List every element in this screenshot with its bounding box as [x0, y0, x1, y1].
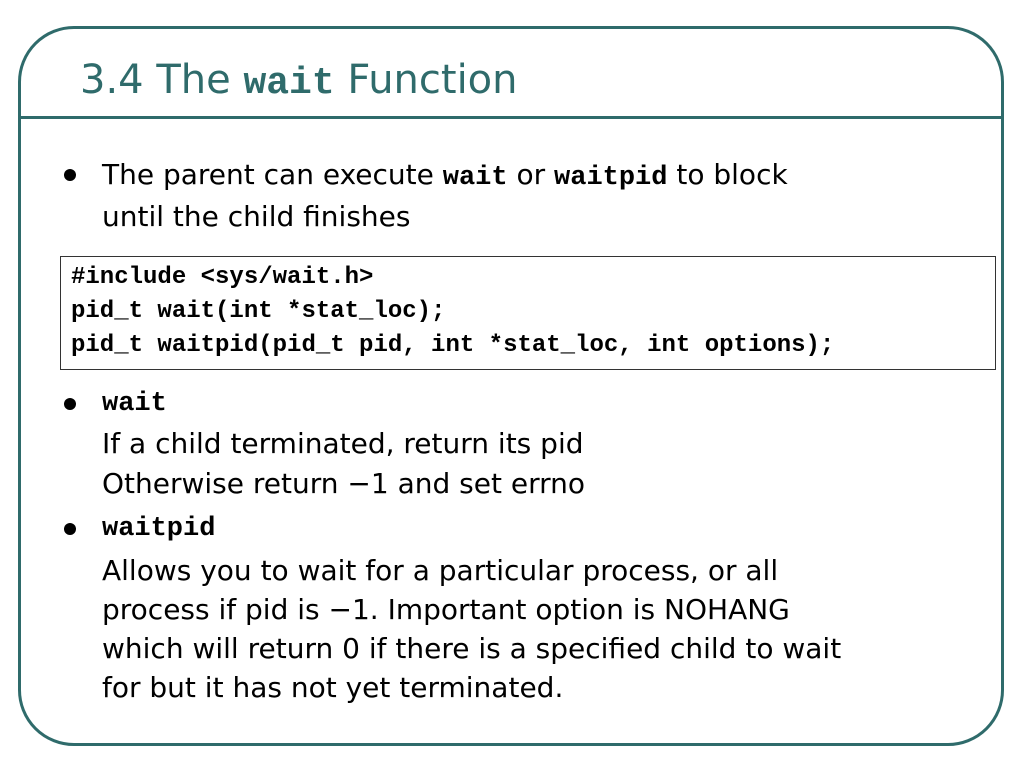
code-line-waitpid: pid_t waitpid(pid_t pid, int *stat_loc, …	[71, 332, 835, 359]
bullet-dot-2	[64, 398, 76, 410]
bullet-1-text-a: The parent can execute	[102, 158, 443, 191]
bullet-1-code-wait: wait	[442, 163, 508, 193]
code-line-wait: pid_t wait(int *stat_loc);	[71, 298, 446, 325]
bullet-1-text-c: to block	[667, 158, 788, 191]
bullet-dot-1	[64, 169, 76, 181]
title-suffix: Function	[334, 57, 518, 103]
bullet-3-line-2: process if pid is −1. Important option i…	[102, 593, 790, 626]
bullet-2-line-2: Otherwise return −1 and set errno	[102, 467, 585, 500]
bullet-2-heading: wait	[102, 389, 167, 419]
bullet-3-heading: waitpid	[102, 514, 216, 544]
bullet-1-text-b: or	[507, 158, 555, 191]
slide-frame	[18, 26, 1004, 746]
bullet-1-code-waitpid: waitpid	[554, 163, 668, 193]
bullet-3-line-4: for but it has not yet terminated.	[102, 671, 564, 704]
bullet-3-line-3: which will return 0 if there is a specif…	[102, 632, 842, 665]
bullet-3-line-1: Allows you to wait for a particular proc…	[102, 554, 779, 587]
code-line-include: #include <sys/wait.h>	[71, 264, 374, 291]
title-prefix: 3.4 The	[80, 57, 244, 103]
bullet-1-line-2: until the child finishes	[102, 200, 411, 233]
bullet-2-line-1: If a child terminated, return its pid	[102, 427, 584, 460]
title-divider	[20, 116, 1004, 119]
code-box: #include <sys/wait.h> pid_t wait(int *st…	[60, 256, 996, 370]
slide-title: 3.4 The wait Function	[80, 52, 518, 108]
bullet-1-line-1: The parent can execute wait or waitpid t…	[102, 155, 788, 198]
title-code: wait	[243, 62, 335, 105]
bullet-dot-3	[64, 523, 76, 535]
